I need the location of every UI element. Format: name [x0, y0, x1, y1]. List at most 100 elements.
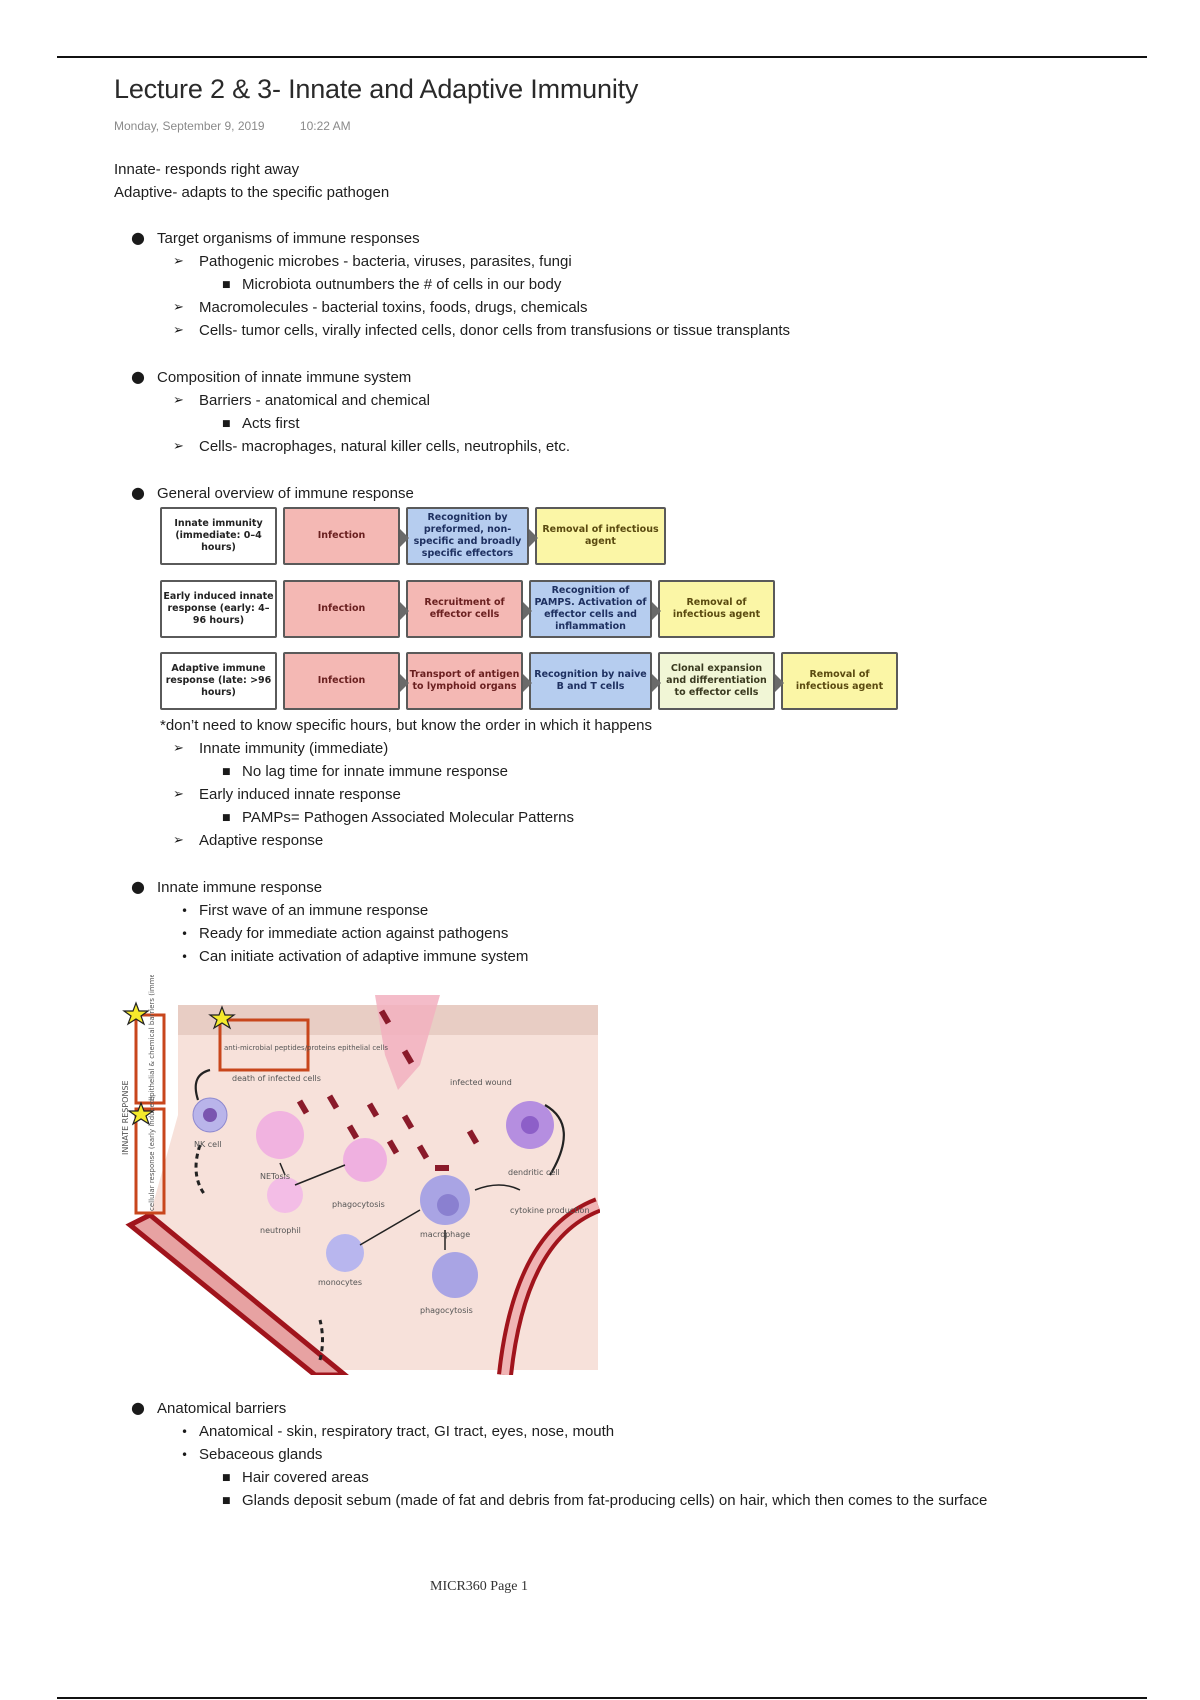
flow-step: Removal of infectious agent [775, 652, 898, 710]
list-item: Macromolecules - bacterial toxins, foods… [199, 299, 588, 316]
list-item: Cells- tumor cells, virally infected cel… [199, 322, 791, 339]
figure-arrows [194, 1068, 565, 1361]
phagocytosis-neutrophil [343, 1138, 387, 1182]
list-item: Sebaceous glands [199, 1446, 323, 1463]
bullet-icon: ● [131, 228, 145, 247]
section-heading: Innate immune response [157, 879, 323, 896]
figure-label-netosis: NETosis [260, 1172, 290, 1181]
figure-label-amp: anti-microbial peptides/proteins epithel… [224, 1044, 388, 1052]
list-item: Pathogenic microbes - bacteria, viruses,… [199, 253, 572, 270]
arrow-bullet-icon: ➢ [173, 300, 184, 315]
figure-label-neutrophil: neutrophil [260, 1226, 301, 1235]
overview-note: *don’t need to know specific hours, but … [160, 717, 652, 734]
figure-label-nk: NK cell [194, 1140, 222, 1149]
square-bullet-icon: ■ [222, 813, 231, 823]
flow-row-innate: Innate immunity (immediate: 0–4 hours) I… [160, 507, 666, 569]
flow-step: Removal of infectious agent [652, 580, 775, 638]
flow-step: Removal of infectious agent [529, 507, 666, 565]
section-heading: Target organisms of immune responses [157, 230, 420, 247]
figure-label-monocytes: monocytes [318, 1278, 362, 1287]
list-item: Early induced innate response [199, 786, 401, 803]
highlight-box-cellular [134, 1107, 166, 1215]
flow-step: Recruitment of effector cells [400, 580, 523, 638]
page-time: 10:22 AM [299, 119, 351, 133]
section-heading: Anatomical barriers [157, 1400, 287, 1417]
figure-label-death: death of infected cells [232, 1074, 321, 1083]
arrow-bullet-icon: ➢ [173, 439, 184, 454]
page-date: Monday, September 9, 2019 [114, 119, 265, 133]
list-item: Ready for immediate action against patho… [199, 925, 509, 942]
list-item: No lag time for innate immune response [242, 763, 508, 780]
small-bullet-icon: • [181, 927, 189, 941]
figure-side-title: INNATE RESPONSE [121, 1080, 130, 1155]
list-item: Anatomical - skin, respiratory tract, GI… [199, 1423, 615, 1440]
figure-label-phagocytosis-2: phagocytosis [420, 1306, 473, 1315]
bullet-icon: ● [131, 877, 145, 896]
arrow-bullet-icon: ➢ [173, 833, 184, 848]
figure-side-box-2: cellular response (early induced) [148, 1096, 156, 1211]
bottom-rule [57, 1697, 1147, 1699]
figure-label-phagocytosis: phagocytosis [332, 1200, 385, 1209]
list-item: Acts first [242, 415, 300, 432]
section-heading: Composition of innate immune system [157, 369, 412, 386]
figure-label-dendritic: dendritic cell [508, 1168, 560, 1177]
monocyte-cell [326, 1234, 364, 1272]
tissue-area [150, 1005, 598, 1370]
highlight-box-barriers [134, 1013, 166, 1105]
bullet-icon: ● [131, 367, 145, 386]
arrow-bullet-icon: ➢ [173, 787, 184, 802]
flow-step: Recognition of PAMPS. Activation of effe… [523, 580, 652, 638]
arrow-bullet-icon: ➢ [173, 323, 184, 338]
square-bullet-icon: ■ [222, 767, 231, 777]
flow-step: Clonal expansion and differentiation to … [652, 652, 775, 710]
flow-row-label: Adaptive immune response (late: >96 hour… [160, 652, 277, 710]
section-heading: General overview of immune response [157, 485, 414, 502]
bullet-icon: ● [131, 483, 145, 502]
intro-line: Adaptive- adapts to the specific pathoge… [114, 184, 390, 201]
flow-step: Infection [283, 652, 400, 710]
flow-step: Transport of antigen to lymphoid organs [400, 652, 523, 710]
list-item: Hair covered areas [242, 1469, 369, 1486]
list-item: Cells- macrophages, natural killer cells… [199, 438, 570, 455]
neutrophil-cell [267, 1177, 303, 1213]
square-bullet-icon: ■ [222, 1496, 231, 1506]
figure-side-box-1: epithelial & chemical barriers (immediat… [148, 975, 156, 1101]
list-item: Glands deposit sebum (made of fat and de… [242, 1492, 988, 1509]
arrow-bullet-icon: ➢ [173, 741, 184, 756]
page-meta: Monday, September 9, 2019 10:22 AM [114, 119, 351, 133]
list-item: Can initiate activation of adaptive immu… [199, 948, 529, 965]
figure-illustration: INNATE RESPONSE epithelial & chemical ba… [121, 952, 602, 1378]
square-bullet-icon: ■ [222, 1473, 231, 1483]
square-bullet-icon: ■ [222, 419, 231, 429]
star-icon [122, 1001, 150, 1026]
intro-line: Innate- responds right away [114, 161, 300, 178]
list-item: Adaptive response [199, 832, 324, 849]
phagocytosis-macrophage [432, 1252, 478, 1298]
bacteria-group [296, 1009, 480, 1171]
arrow-bullet-icon: ➢ [173, 393, 184, 408]
list-item: First wave of an immune response [199, 902, 429, 919]
page-footer: MICR360 Page 1 [430, 1579, 528, 1594]
innate-response-figure: INNATE RESPONSE epithelial & chemical ba… [120, 952, 602, 1378]
small-bullet-icon: • [181, 904, 189, 918]
star-icon [127, 1101, 155, 1126]
list-item: PAMPs= Pathogen Associated Molecular Pat… [242, 809, 574, 826]
list-item: Microbiota outnumbers the # of cells in … [242, 276, 562, 293]
flow-row-label: Innate immunity (immediate: 0–4 hours) [160, 507, 277, 565]
page-title: Lecture 2 & 3- Innate and Adaptive Immun… [114, 74, 639, 104]
square-bullet-icon: ■ [222, 280, 231, 290]
small-bullet-icon: • [181, 1425, 189, 1439]
list-item: Innate immunity (immediate) [199, 740, 389, 757]
small-bullet-icon: • [181, 950, 189, 964]
flow-row-label: Early induced innate response (early: 4–… [160, 580, 277, 638]
small-bullet-icon: • [181, 1448, 189, 1462]
star-icon [208, 1005, 236, 1030]
bullet-icon: ● [131, 1398, 145, 1417]
flow-step: Recognition by naive B and T cells [523, 652, 652, 710]
flow-step: Infection [283, 580, 400, 638]
figure-label-cytokine: cytokine production [510, 1206, 590, 1215]
arrow-bullet-icon: ➢ [173, 254, 184, 269]
figure-label-macrophage: macrophage [420, 1230, 470, 1239]
flow-step: Recognition by preformed, non-specific a… [400, 507, 529, 565]
list-item: Barriers - anatomical and chemical [199, 392, 430, 409]
